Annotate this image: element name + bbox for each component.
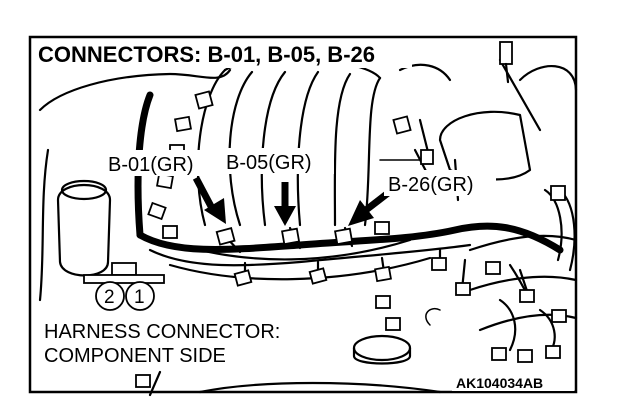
pin-2-label: 2 [104, 287, 115, 308]
arrow-b01-head [204, 198, 226, 224]
pin-1-label: 1 [134, 287, 145, 308]
arrow-b26-head [348, 200, 374, 226]
label-b05: B-05(GR) [226, 152, 312, 174]
label-b01: B-01(GR) [108, 154, 194, 176]
title-bg [34, 40, 412, 68]
figure-code: AK104034AB [456, 375, 543, 391]
connector-b01 [215, 227, 236, 246]
label-b05-bg [222, 148, 334, 174]
diagram-title: CONNECTORS: B-01, B-05, B-26 [38, 42, 375, 67]
label-b26-bg [384, 170, 496, 196]
connector-face-symbol: 2 1 [83, 262, 165, 311]
note-bg [40, 316, 340, 368]
label-b26: B-26(GR) [388, 174, 474, 196]
harness-note-line1: HARNESS CONNECTOR: [44, 321, 280, 343]
harness-note-line2: COMPONENT SIDE [44, 345, 226, 367]
connector-b05 [281, 227, 301, 246]
connector-b26 [334, 227, 354, 246]
figure-code-bg [452, 373, 574, 391]
target-connectors [215, 227, 354, 246]
label-b01-bg [104, 150, 216, 176]
arrow-b05-head [274, 206, 296, 226]
